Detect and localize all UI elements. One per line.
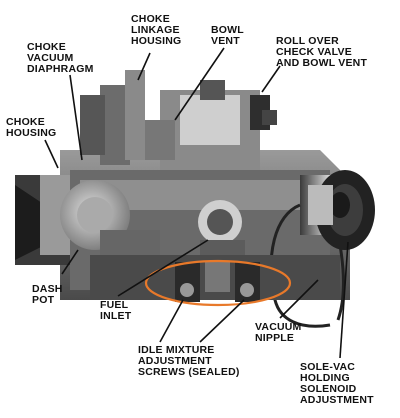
label-roll-over-check-valve: ROLL OVER CHECK VALVE AND BOWL VENT: [276, 35, 368, 69]
label-choke-housing: CHOKE HOUSING: [6, 116, 57, 139]
label-idle-mixture-screws: IDLE MIXTURE ADJUSTMENT SCREWS (SEALED): [138, 344, 240, 378]
label-fuel-inlet: FUEL INLET: [100, 299, 132, 322]
highlight-ellipse: [144, 259, 292, 307]
label-choke-vacuum-diaphragm: CHOKE VACUUM DIAPHRAGM: [27, 41, 94, 75]
label-bowl-vent: BOWL VENT: [211, 24, 244, 47]
label-choke-linkage-housing: CHOKE LINKAGE HOUSING: [131, 13, 182, 47]
carburetor-body: [15, 70, 375, 328]
label-vacuum-nipple: VACUUM NIPPLE: [255, 321, 302, 344]
label-sole-vac-adjustment: SOLE-VAC HOLDING SOLENOID ADJUSTMENT: [300, 361, 374, 406]
leader-lines: [44, 47, 349, 359]
label-dash-pot: DASH POT: [32, 283, 63, 306]
